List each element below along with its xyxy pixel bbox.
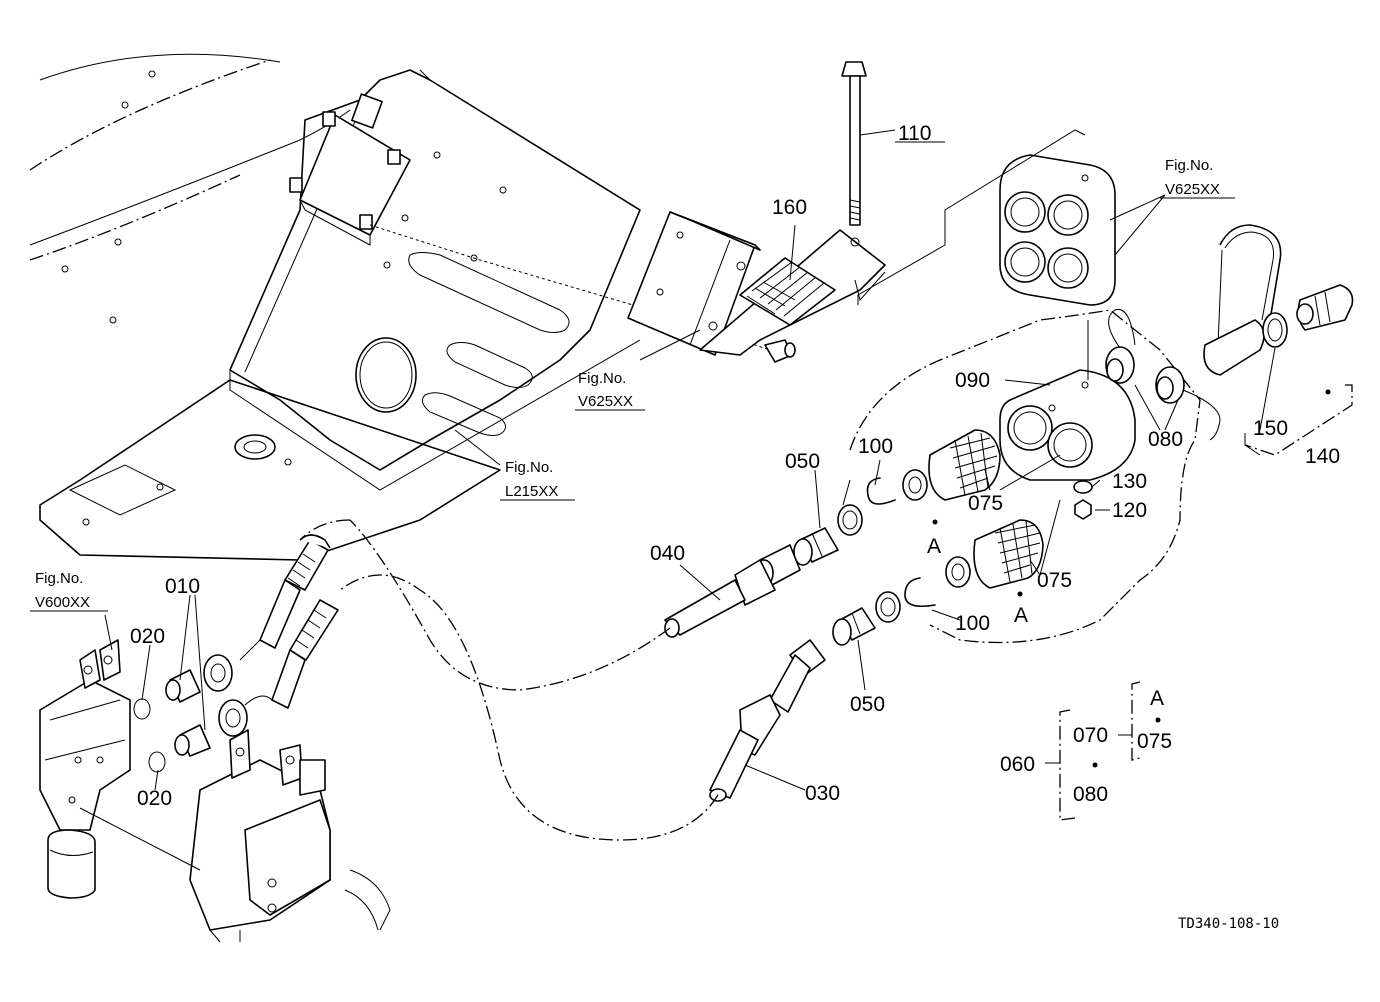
- svg-text:V625XX: V625XX: [578, 393, 633, 410]
- drawing-code: TD340-108-10: [1178, 916, 1279, 932]
- bracket-plate: [299, 114, 411, 236]
- fender-panel: [229, 69, 641, 471]
- label-110: 110: [898, 122, 931, 145]
- floor-plate-cutout: [68, 464, 177, 516]
- hose-040: [664, 544, 801, 638]
- plug-assembly-140: [1203, 224, 1354, 376]
- svg-text:Fig.No.: Fig.No.: [35, 570, 83, 587]
- swivel-nut-upper: [203, 654, 233, 692]
- label-040: 040: [650, 542, 685, 565]
- label-050-upper: 050: [785, 450, 820, 473]
- kit-legend: 060 070 080 A 075: [1000, 681, 1172, 821]
- mark-a-upper: A: [927, 535, 941, 558]
- dust-cap-080: [1105, 308, 1221, 441]
- control-valve-right: [79, 729, 391, 943]
- o-ring-020-upper: [133, 698, 151, 720]
- snap-ring-100-lower: [904, 577, 936, 608]
- tractor-body: [29, 53, 641, 561]
- label-160: 160: [772, 196, 807, 219]
- label-090: 090: [955, 369, 990, 392]
- legend-060: 060: [1000, 753, 1035, 776]
- svg-text:Fig.No.: Fig.No.: [1165, 157, 1213, 174]
- panel-slot-2: [446, 342, 533, 388]
- coupler-075-upper: [902, 429, 1001, 501]
- hose-040-route: [349, 519, 671, 691]
- label-020-upper: 020: [130, 625, 165, 648]
- label-100-upper: 100: [858, 435, 893, 458]
- fender-outline-upper: [29, 59, 271, 171]
- label-050-lower: 050: [850, 693, 885, 716]
- coupler-block-top: [999, 154, 1116, 306]
- svg-text:Fig.No.: Fig.No.: [505, 459, 553, 476]
- floor-plate: [39, 379, 501, 561]
- mounting-bracket: [289, 93, 771, 351]
- swivel-nut-lower: [218, 699, 248, 737]
- legend-mark-a: A: [1150, 687, 1164, 710]
- label-130: 130: [1112, 470, 1147, 493]
- svg-text:Fig.No.: Fig.No.: [578, 370, 626, 387]
- leader-lines: [104, 129, 1276, 791]
- legend-075: 075: [1137, 730, 1172, 753]
- label-020-lower: 020: [137, 787, 172, 810]
- control-valve-left: [39, 639, 131, 899]
- figref-v625-top: Fig.No. V625XX: [1160, 157, 1235, 199]
- label-010: 010: [165, 575, 200, 598]
- coupler-body-090: [999, 369, 1136, 481]
- figref-v600: Fig.No. V600XX: [30, 570, 108, 612]
- part-labels: 110 160 090 080 150 140 130 120 100 100 …: [130, 122, 1340, 810]
- svg-text:L215XX: L215XX: [505, 483, 558, 500]
- mark-a-lower: A: [1014, 604, 1028, 627]
- o-ring-020-lower: [148, 751, 166, 773]
- label-100-lower: 100: [955, 612, 990, 635]
- ring-lower: [875, 591, 901, 623]
- hose-030: [709, 639, 826, 802]
- floor-hole: [234, 434, 276, 460]
- legend-080: 080: [1073, 783, 1108, 806]
- label-080: 080: [1148, 428, 1183, 451]
- label-075-upper: 075: [968, 492, 1003, 515]
- svg-text:V600XX: V600XX: [35, 594, 90, 611]
- coupler-075-lower: [945, 519, 1044, 589]
- label-decal-160: [739, 257, 836, 326]
- legend-070: 070: [1073, 724, 1108, 747]
- bolt-110: [841, 61, 867, 226]
- figref-v625-mid: Fig.No. V625XX: [575, 370, 645, 411]
- label-150: 150: [1253, 417, 1288, 440]
- label-120: 120: [1112, 499, 1147, 522]
- panel-round-hole: [355, 337, 417, 413]
- figure-references: Fig.No. V625XX Fig.No. V625XX Fig.No. L2…: [30, 157, 1235, 612]
- adapter-050-lower: [832, 607, 876, 646]
- hose-030-route: [339, 574, 719, 841]
- label-140: 140: [1305, 445, 1340, 468]
- adapter-050-upper: [793, 527, 839, 566]
- leader-frame-1: [857, 129, 1086, 305]
- snap-ring-100-upper: [866, 477, 896, 505]
- nut-120: [1074, 499, 1092, 520]
- washer-130: [1073, 480, 1093, 494]
- panel-slot-1: [408, 252, 570, 333]
- label-030: 030: [805, 782, 840, 805]
- panel-slot-3: [421, 392, 506, 436]
- assembly-boundary: [849, 309, 1201, 644]
- bracket-140: [1244, 384, 1353, 456]
- figref-l215: Fig.No. L215XX: [500, 459, 575, 501]
- coupler-mount: [627, 211, 886, 363]
- valve-side-hoses: [133, 534, 339, 773]
- svg-text:V625XX: V625XX: [1165, 181, 1220, 198]
- ring-upper: [837, 504, 863, 536]
- panel-bolt-holes: [61, 70, 507, 466]
- label-075-lower: 075: [1037, 569, 1072, 592]
